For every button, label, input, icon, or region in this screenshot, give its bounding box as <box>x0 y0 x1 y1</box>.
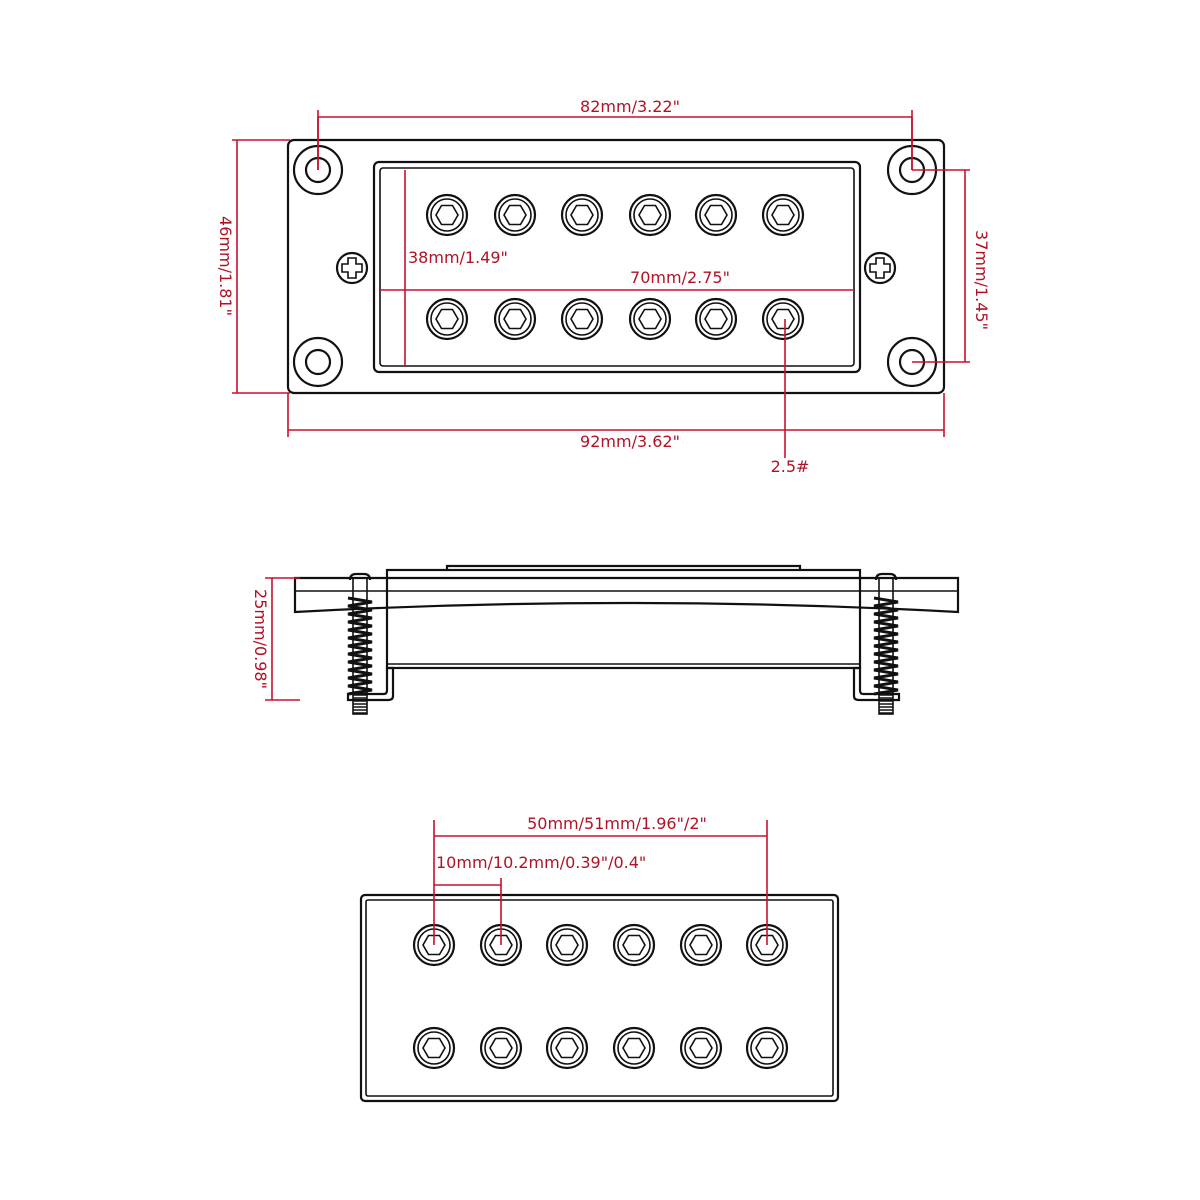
pickup-body <box>385 568 862 670</box>
pickup-frame-outer <box>372 160 862 374</box>
dim-82mm: 82mm/3.22" <box>317 97 913 170</box>
label-38mm: 38mm/1.49" <box>408 248 508 267</box>
pole-piece-icon <box>679 923 723 967</box>
label-92mm: 92mm/3.62" <box>580 432 680 451</box>
pole-piece-icon <box>412 1026 456 1070</box>
pole-piece-icon <box>694 193 738 237</box>
pole-piece-icon <box>545 923 589 967</box>
label-25mm: 25mm/0.98" <box>251 589 270 689</box>
dim-25mm: 25mm/0.98" <box>251 577 300 701</box>
pole-piece-icon <box>479 1026 523 1070</box>
screw-icon-right <box>863 251 897 285</box>
pole-piece-icon <box>628 193 672 237</box>
label-37mm: 37mm/1.45" <box>972 230 991 330</box>
side-view: 25mm/0.98" <box>251 564 960 715</box>
dim-pole-screw: 2.5# <box>771 319 810 476</box>
pole-piece-icon <box>560 193 604 237</box>
mounting-hole-icon <box>292 336 344 388</box>
bracket-left <box>346 666 395 702</box>
mounting-ring <box>286 138 946 395</box>
pole-piece-icon <box>761 297 805 341</box>
dim-37mm: 37mm/1.45" <box>912 169 991 363</box>
pole-piece-icon <box>694 297 738 341</box>
pole-piece-icon <box>425 193 469 237</box>
mounting-ring-side <box>293 576 960 614</box>
top-view: 82mm/3.22" 46mm/1.81" 37mm/1.45" 38mm/1.… <box>216 97 991 476</box>
pole-piece-icon <box>745 1026 789 1070</box>
baseplate-inner <box>365 899 834 1097</box>
pole-piece-icon <box>612 923 656 967</box>
pole-piece-icon <box>493 193 537 237</box>
dim-92mm: 92mm/3.62" <box>287 393 945 451</box>
label-46mm: 46mm/1.81" <box>216 216 235 316</box>
pole-piece-icon <box>425 297 469 341</box>
pole-piece-icon <box>545 1026 589 1070</box>
dim-38mm: 38mm/1.49" <box>404 170 508 366</box>
pole-piece-icon <box>679 1026 723 1070</box>
bottom-view: 50mm/51mm/1.96"/2" 10mm/10.2mm/0.39"/0.4… <box>359 814 840 1103</box>
baseplate-outer <box>359 893 840 1103</box>
dim-10mm: 10mm/10.2mm/0.39"/0.4" <box>434 853 646 945</box>
label-2-5: 2.5# <box>771 457 810 476</box>
cover-top <box>445 564 802 570</box>
label-50mm: 50mm/51mm/1.96"/2" <box>527 814 707 833</box>
bracket-right <box>852 666 901 702</box>
spring-screw-icon <box>873 572 899 715</box>
dim-50mm: 50mm/51mm/1.96"/2" <box>433 814 768 945</box>
label-70mm: 70mm/2.75" <box>630 268 730 287</box>
dim-70mm: 70mm/2.75" <box>380 268 854 291</box>
pickup-frame-inner <box>379 167 855 367</box>
dim-46mm: 46mm/1.81" <box>216 139 290 394</box>
label-10mm: 10mm/10.2mm/0.39"/0.4" <box>436 853 646 872</box>
label-82mm: 82mm/3.22" <box>580 97 680 116</box>
screw-icon-left <box>335 251 369 285</box>
pole-piece-icon <box>612 1026 656 1070</box>
pole-piece-icon <box>761 193 805 237</box>
pole-piece-icon <box>493 297 537 341</box>
pole-piece-icon <box>628 297 672 341</box>
spring-screw-icon <box>347 572 373 715</box>
pole-piece-icon <box>560 297 604 341</box>
